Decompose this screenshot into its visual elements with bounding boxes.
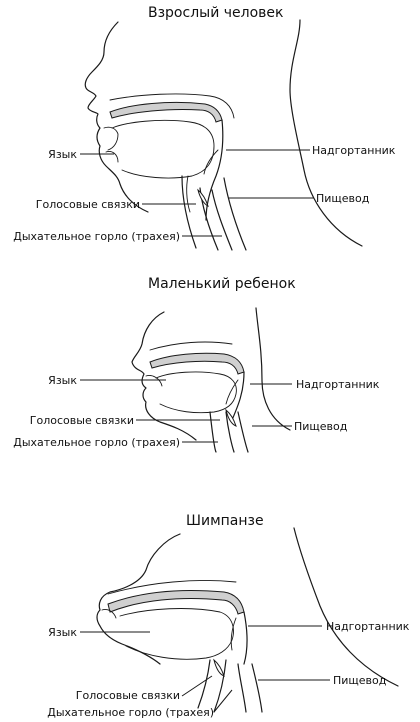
adult-head-drawing	[84, 19, 363, 251]
label-epiglottis-chimp: Надгортанник	[326, 620, 410, 633]
label-vocal-cords-chimp: Голосовые связки	[75, 689, 180, 702]
label-tongue-adult: Язык	[48, 148, 77, 161]
chimpanzee-head-drawing	[96, 527, 399, 713]
label-trachea-infant: Дыхательное горло (трахея)	[13, 436, 180, 449]
infant-head-drawing	[131, 307, 291, 453]
panel-title-adult: Взрослый человек	[148, 5, 284, 21]
label-epiglottis-infant: Надгортанник	[296, 378, 380, 391]
label-esophagus-adult: Пищевод	[316, 192, 370, 205]
label-trachea-chimp: Дыхательное горло (трахея)	[47, 706, 214, 719]
vocal-cords-leader-chimp	[181, 675, 213, 697]
panel-title-chimp: Шимпанзе	[186, 513, 264, 529]
label-vocal-cords-infant: Голосовые связки	[29, 414, 134, 427]
label-trachea-adult: Дыхательное горло (трахея)	[13, 230, 180, 243]
label-epiglottis-adult: Надгортанник	[312, 144, 396, 157]
trachea-leader-chimp	[213, 689, 233, 713]
panel-title-infant: Маленький ребенок	[148, 276, 296, 292]
label-tongue-infant: Язык	[48, 374, 77, 387]
label-esophagus-chimp: Пищевод	[333, 674, 387, 687]
label-vocal-cords-adult: Голосовые связки	[35, 198, 140, 211]
label-esophagus-infant: Пищевод	[294, 420, 348, 433]
label-tongue-chimp: Язык	[48, 626, 77, 639]
